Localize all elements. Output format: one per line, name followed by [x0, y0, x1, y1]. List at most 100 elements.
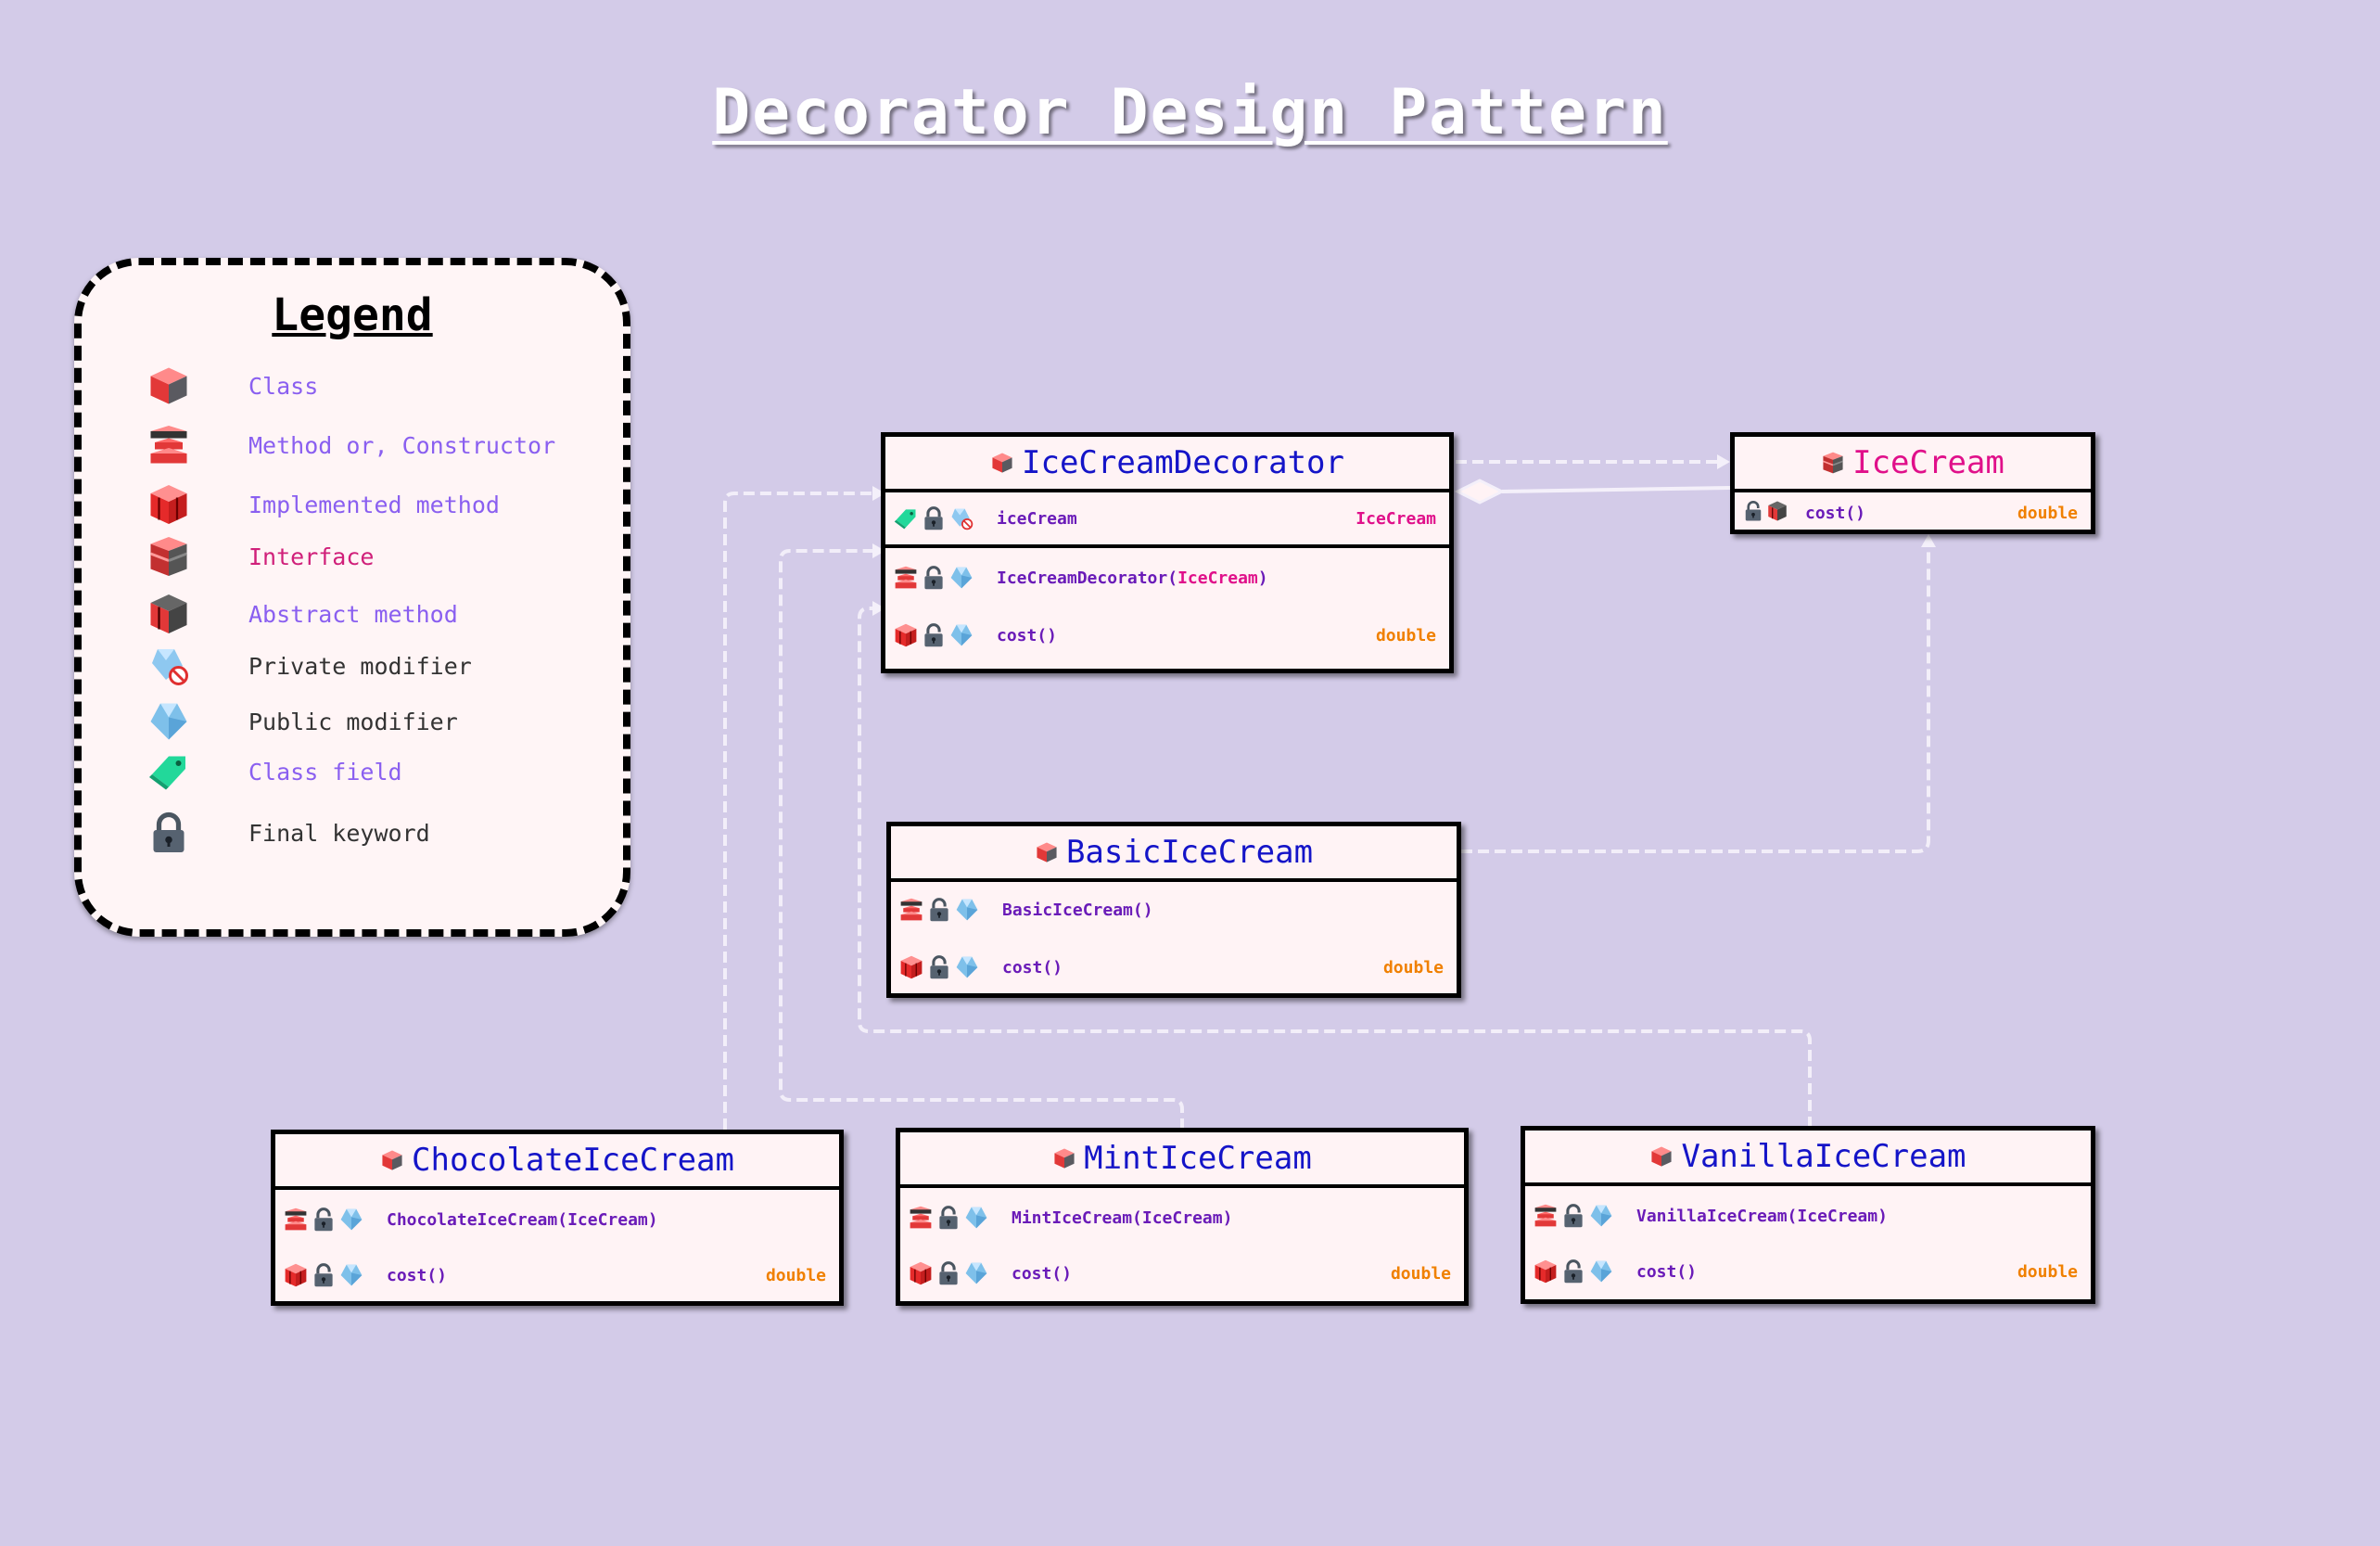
class-header: MintIceCream — [900, 1132, 1464, 1188]
interface-icon — [1821, 451, 1845, 475]
method-constructor-icon — [898, 897, 924, 923]
interface-name: IceCream — [1852, 444, 2005, 481]
legend-item-interface: Interface — [82, 534, 623, 579]
method-name: cost() — [997, 626, 1058, 645]
abstract-method-icon — [1766, 500, 1788, 522]
class-header: BasicIceCream — [891, 826, 1457, 882]
field-name: iceCream — [997, 509, 1077, 529]
legend-item-label: Implemented method — [248, 492, 500, 518]
public-modifier-icon — [954, 897, 980, 923]
class-mint-ice-cream[interactable]: MintIceCream MintIceCream(IceCream) cost… — [896, 1128, 1469, 1306]
constructor-row: MintIceCream(IceCream) — [900, 1201, 1464, 1234]
method-name: cost() — [1012, 1264, 1073, 1284]
unlock-icon — [935, 1205, 961, 1231]
implemented-method-icon — [898, 954, 924, 980]
basic-implements-icecream-arrow — [1461, 545, 1930, 853]
methods-section: cost() double — [1735, 492, 2091, 535]
method-constructor-icon — [908, 1205, 934, 1231]
private-modifier-icon — [146, 644, 191, 688]
legend-item-label: Class field — [248, 759, 402, 786]
method-row: cost() double — [885, 619, 1449, 652]
method-name: cost() — [1805, 504, 1866, 523]
class-vanilla-ice-cream[interactable]: VanillaIceCream VanillaIceCream(IceCream… — [1521, 1126, 2095, 1304]
public-modifier-icon — [1588, 1203, 1614, 1229]
constructor-name: ChocolateIceCream(IceCream) — [387, 1210, 658, 1230]
class-chocolate-ice-cream[interactable]: ChocolateIceCream ChocolateIceCream(IceC… — [271, 1130, 844, 1306]
unlock-icon — [311, 1207, 337, 1233]
legend-item-public: Public modifier — [82, 699, 623, 744]
methods-section: MintIceCream(IceCream) cost() double — [900, 1188, 1464, 1305]
method-constructor-icon — [893, 565, 919, 591]
mint-extends-decorator-arrow — [779, 549, 1184, 1130]
implemented-method-icon — [1533, 1259, 1559, 1284]
public-modifier-icon — [146, 699, 191, 744]
class-field-icon — [146, 749, 191, 794]
abstract-method-icon — [146, 592, 191, 636]
legend-item-label: Private modifier — [248, 653, 472, 680]
page-title: Decorator Design Pattern — [712, 76, 1668, 149]
method-row: cost() double — [1525, 1255, 2091, 1288]
legend-item-final: Final keyword — [82, 811, 623, 855]
method-row: cost() double — [891, 951, 1457, 984]
class-icon — [1649, 1144, 1674, 1169]
field-type: IceCream — [1355, 509, 1436, 529]
class-name: MintIceCream — [1084, 1140, 1312, 1177]
class-name: IceCreamDecorator — [1022, 444, 1344, 481]
interface-ice-cream[interactable]: IceCream cost() double — [1730, 432, 2095, 534]
legend-item-class: Class — [82, 364, 623, 408]
method-type: double — [765, 1266, 826, 1285]
class-icon — [1035, 840, 1059, 864]
public-modifier-icon — [948, 622, 974, 648]
class-icon — [146, 364, 191, 408]
decorator-aggregates-icecream-line — [1501, 486, 1731, 493]
implemented-method-icon — [146, 482, 191, 527]
interface-icon — [146, 534, 191, 579]
legend-title: Legend — [272, 289, 433, 341]
legend-item-label: Final keyword — [248, 820, 430, 847]
chocolate-extends-decorator-arrow — [723, 492, 876, 1130]
method-row: cost() double — [275, 1259, 839, 1292]
constructor-row: ChocolateIceCream(IceCream) — [275, 1203, 839, 1236]
method-type: double — [1375, 626, 1436, 645]
unlock-icon — [1560, 1203, 1586, 1229]
legend-item-label: Class — [248, 373, 319, 400]
constructor-row: BasicIceCream() — [891, 893, 1457, 926]
methods-section: VanillaIceCream(IceCream) cost() double — [1525, 1186, 2091, 1303]
public-modifier-icon — [338, 1262, 364, 1288]
lock-icon — [921, 505, 947, 531]
methods-section: IceCreamDecorator(IceCream) cost() doubl… — [885, 548, 1449, 669]
final-keyword-icon — [146, 811, 191, 855]
interface-header: IceCream — [1735, 437, 2091, 492]
class-ice-cream-decorator[interactable]: IceCreamDecorator iceCream IceCream IceC… — [881, 432, 1454, 673]
implemented-method-icon — [908, 1260, 934, 1286]
method-row: cost() double — [1735, 496, 2091, 530]
unlock-icon — [311, 1262, 337, 1288]
legend-item-implemented: Implemented method — [82, 482, 623, 527]
methods-section: ChocolateIceCream(IceCream) cost() doubl… — [275, 1190, 839, 1307]
method-type: double — [1390, 1264, 1451, 1284]
constructor-name: BasicIceCream() — [1002, 901, 1153, 920]
constructor-name: VanillaIceCream(IceCream) — [1636, 1207, 1888, 1226]
method-type: double — [2017, 1262, 2078, 1282]
unlock-icon — [921, 622, 947, 648]
constructor-row: IceCreamDecorator(IceCream) — [885, 561, 1449, 594]
legend-item-method: Method or, Constructor — [82, 423, 623, 467]
method-type: double — [1382, 958, 1444, 977]
class-basic-ice-cream[interactable]: BasicIceCream BasicIceCream() cost() dou… — [886, 822, 1461, 998]
unlock-icon — [1742, 500, 1764, 522]
legend-item-private: Private modifier — [82, 644, 623, 688]
public-modifier-icon — [338, 1207, 364, 1233]
aggregation-diamond — [1454, 479, 1506, 505]
public-modifier-icon — [963, 1205, 989, 1231]
unlock-icon — [926, 897, 952, 923]
class-name: ChocolateIceCream — [412, 1142, 734, 1179]
public-modifier-icon — [954, 954, 980, 980]
method-constructor-icon — [1533, 1203, 1559, 1229]
legend-item-label: Method or, Constructor — [248, 432, 556, 459]
class-name: VanillaIceCream — [1681, 1138, 1966, 1175]
method-row: cost() double — [900, 1257, 1464, 1290]
public-modifier-icon — [948, 565, 974, 591]
constructor-name: IceCreamDecorator(IceCream) — [997, 569, 1268, 588]
method-constructor-icon — [283, 1207, 309, 1233]
